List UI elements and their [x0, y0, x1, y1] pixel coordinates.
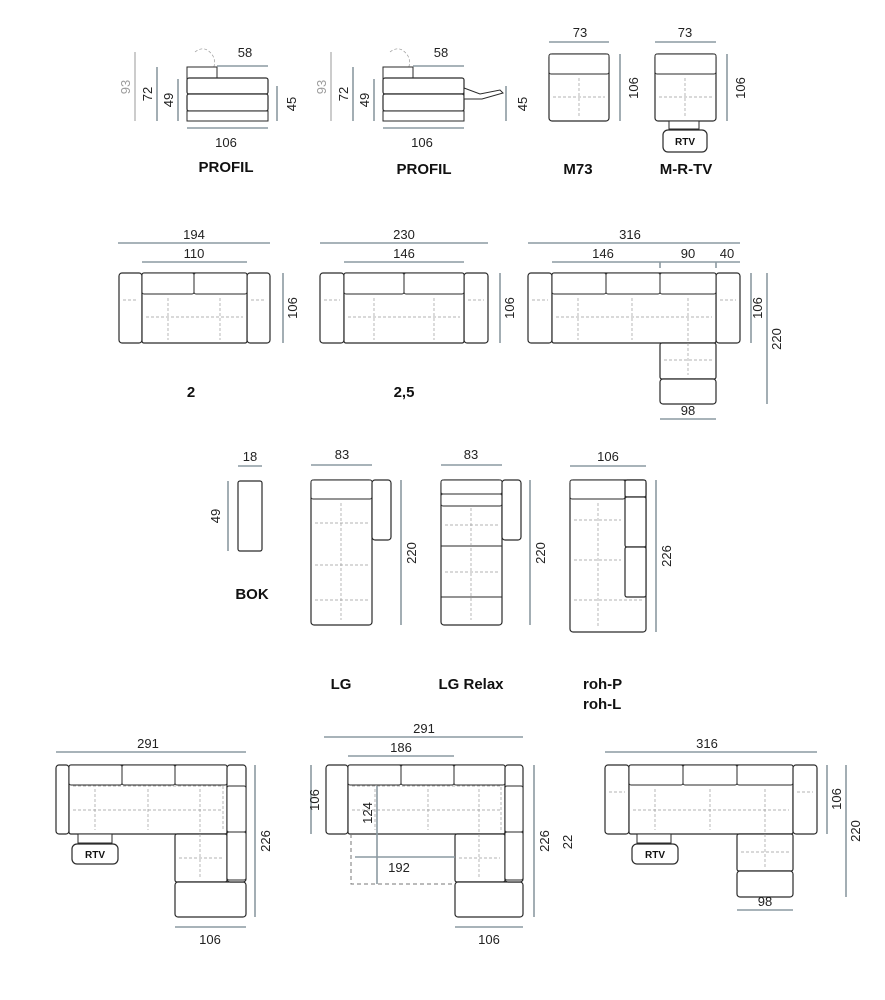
dim-height-total: 93 [118, 80, 133, 94]
dim-depth-extra: 22 [560, 835, 575, 849]
corner-316-module: 316 146 90 40 106 220 98 [527, 227, 784, 420]
dim-height-total: 93 [314, 80, 329, 94]
dim-width-end: 106 [199, 932, 221, 947]
profil-module-2: 58 106 93 72 49 45 PROFIL [314, 45, 530, 178]
dim-depth-left: 106 [829, 788, 844, 810]
module-label: 2 [187, 384, 195, 401]
module-label: LG Relax [438, 676, 504, 693]
dim-height-back: 72 [336, 87, 351, 101]
dim-depth: 106 [750, 297, 765, 319]
dim-depth: 226 [659, 545, 674, 567]
dim-depth: 106 [502, 297, 517, 319]
dim-width: 83 [335, 447, 349, 462]
dim-width: 73 [678, 25, 692, 40]
rtv-badge: RTV [675, 137, 695, 148]
corner-291-rtv-module: RTV 291 226 106 [55, 736, 273, 947]
dim-width-extension: 98 [758, 894, 772, 909]
dim-width-bottom: 106 [411, 135, 433, 150]
bok-module: 18 49 BOK [208, 449, 269, 603]
module-label: BOK [235, 586, 269, 603]
dim-depth-inner: 124 [360, 802, 375, 824]
module-label-l: roh-L [583, 696, 621, 713]
module-label: PROFIL [397, 161, 452, 178]
dim-width-total: 316 [619, 227, 641, 242]
sofa-2-module: 194 110 106 2 [118, 227, 300, 401]
dim-width-total: 230 [393, 227, 415, 242]
dim-depth: 220 [404, 542, 419, 564]
dim-depth-total: 220 [769, 328, 784, 350]
module-label: LG [331, 676, 352, 693]
m73-module: 73 106 M73 [548, 25, 641, 178]
dim-width-total: 316 [696, 736, 718, 751]
module-label-p: roh-P [583, 676, 622, 693]
dim-depth: 220 [533, 542, 548, 564]
dim-width-total: 194 [183, 227, 205, 242]
dim-width-total: 291 [137, 736, 159, 751]
lg-relax-module: 83 220 LG Relax [438, 447, 548, 693]
roh-module: 106 226 roh-P roh-L [569, 449, 674, 713]
module-label: M73 [563, 161, 592, 178]
dim-width: 106 [597, 449, 619, 464]
rtv-badge: RTV [85, 850, 105, 861]
dim-width-inner: 192 [388, 860, 410, 875]
dim-width-total: 291 [413, 721, 435, 736]
dim-width-mid: 186 [390, 740, 412, 755]
module-label: PROFIL [199, 159, 254, 176]
sofa-2-5-module: 230 146 106 2,5 [319, 227, 517, 401]
dim-width-bottom: 106 [215, 135, 237, 150]
profil-module-1: 58 106 93 72 49 45 PROFIL [118, 45, 299, 176]
dim-width-top: 58 [238, 45, 252, 60]
dim-height-arm: 49 [357, 93, 372, 107]
module-label: 2,5 [394, 384, 415, 401]
corner-291-module: 291 186 106 124 192 226 22 106 [307, 721, 575, 947]
rtv-badge: RTV [645, 850, 665, 861]
dim-width: 18 [243, 449, 257, 464]
dim-depth: 226 [537, 830, 552, 852]
dim-depth: 106 [626, 77, 641, 99]
dim-width-2: 90 [681, 246, 695, 261]
dim-width: 73 [573, 25, 587, 40]
corner-316-rtv-module: RTV 316 106 220 98 [604, 736, 863, 911]
dim-width: 83 [464, 447, 478, 462]
dim-height-seat: 45 [284, 97, 299, 111]
dim-width-seat: 146 [393, 246, 415, 261]
module-label: M-R-TV [660, 161, 713, 178]
dim-depth: 106 [285, 297, 300, 319]
dim-depth-total: 220 [848, 820, 863, 842]
dim-width-1: 146 [592, 246, 614, 261]
dim-height: 49 [208, 509, 223, 523]
dim-width-extension: 98 [681, 403, 695, 418]
dim-depth-left: 106 [307, 789, 322, 811]
dim-height-seat: 45 [515, 97, 530, 111]
dim-height-back: 72 [140, 87, 155, 101]
dim-height-arm: 49 [161, 93, 176, 107]
dim-width-end: 106 [478, 932, 500, 947]
dim-depth: 106 [733, 77, 748, 99]
lg-module: 83 220 LG [310, 447, 419, 693]
dim-width-seat: 110 [184, 246, 205, 261]
dim-width-3: 40 [720, 246, 734, 261]
mrtv-module: RTV 73 106 M-R-TV [654, 25, 748, 178]
dim-width-top: 58 [434, 45, 448, 60]
dim-depth: 226 [258, 830, 273, 852]
